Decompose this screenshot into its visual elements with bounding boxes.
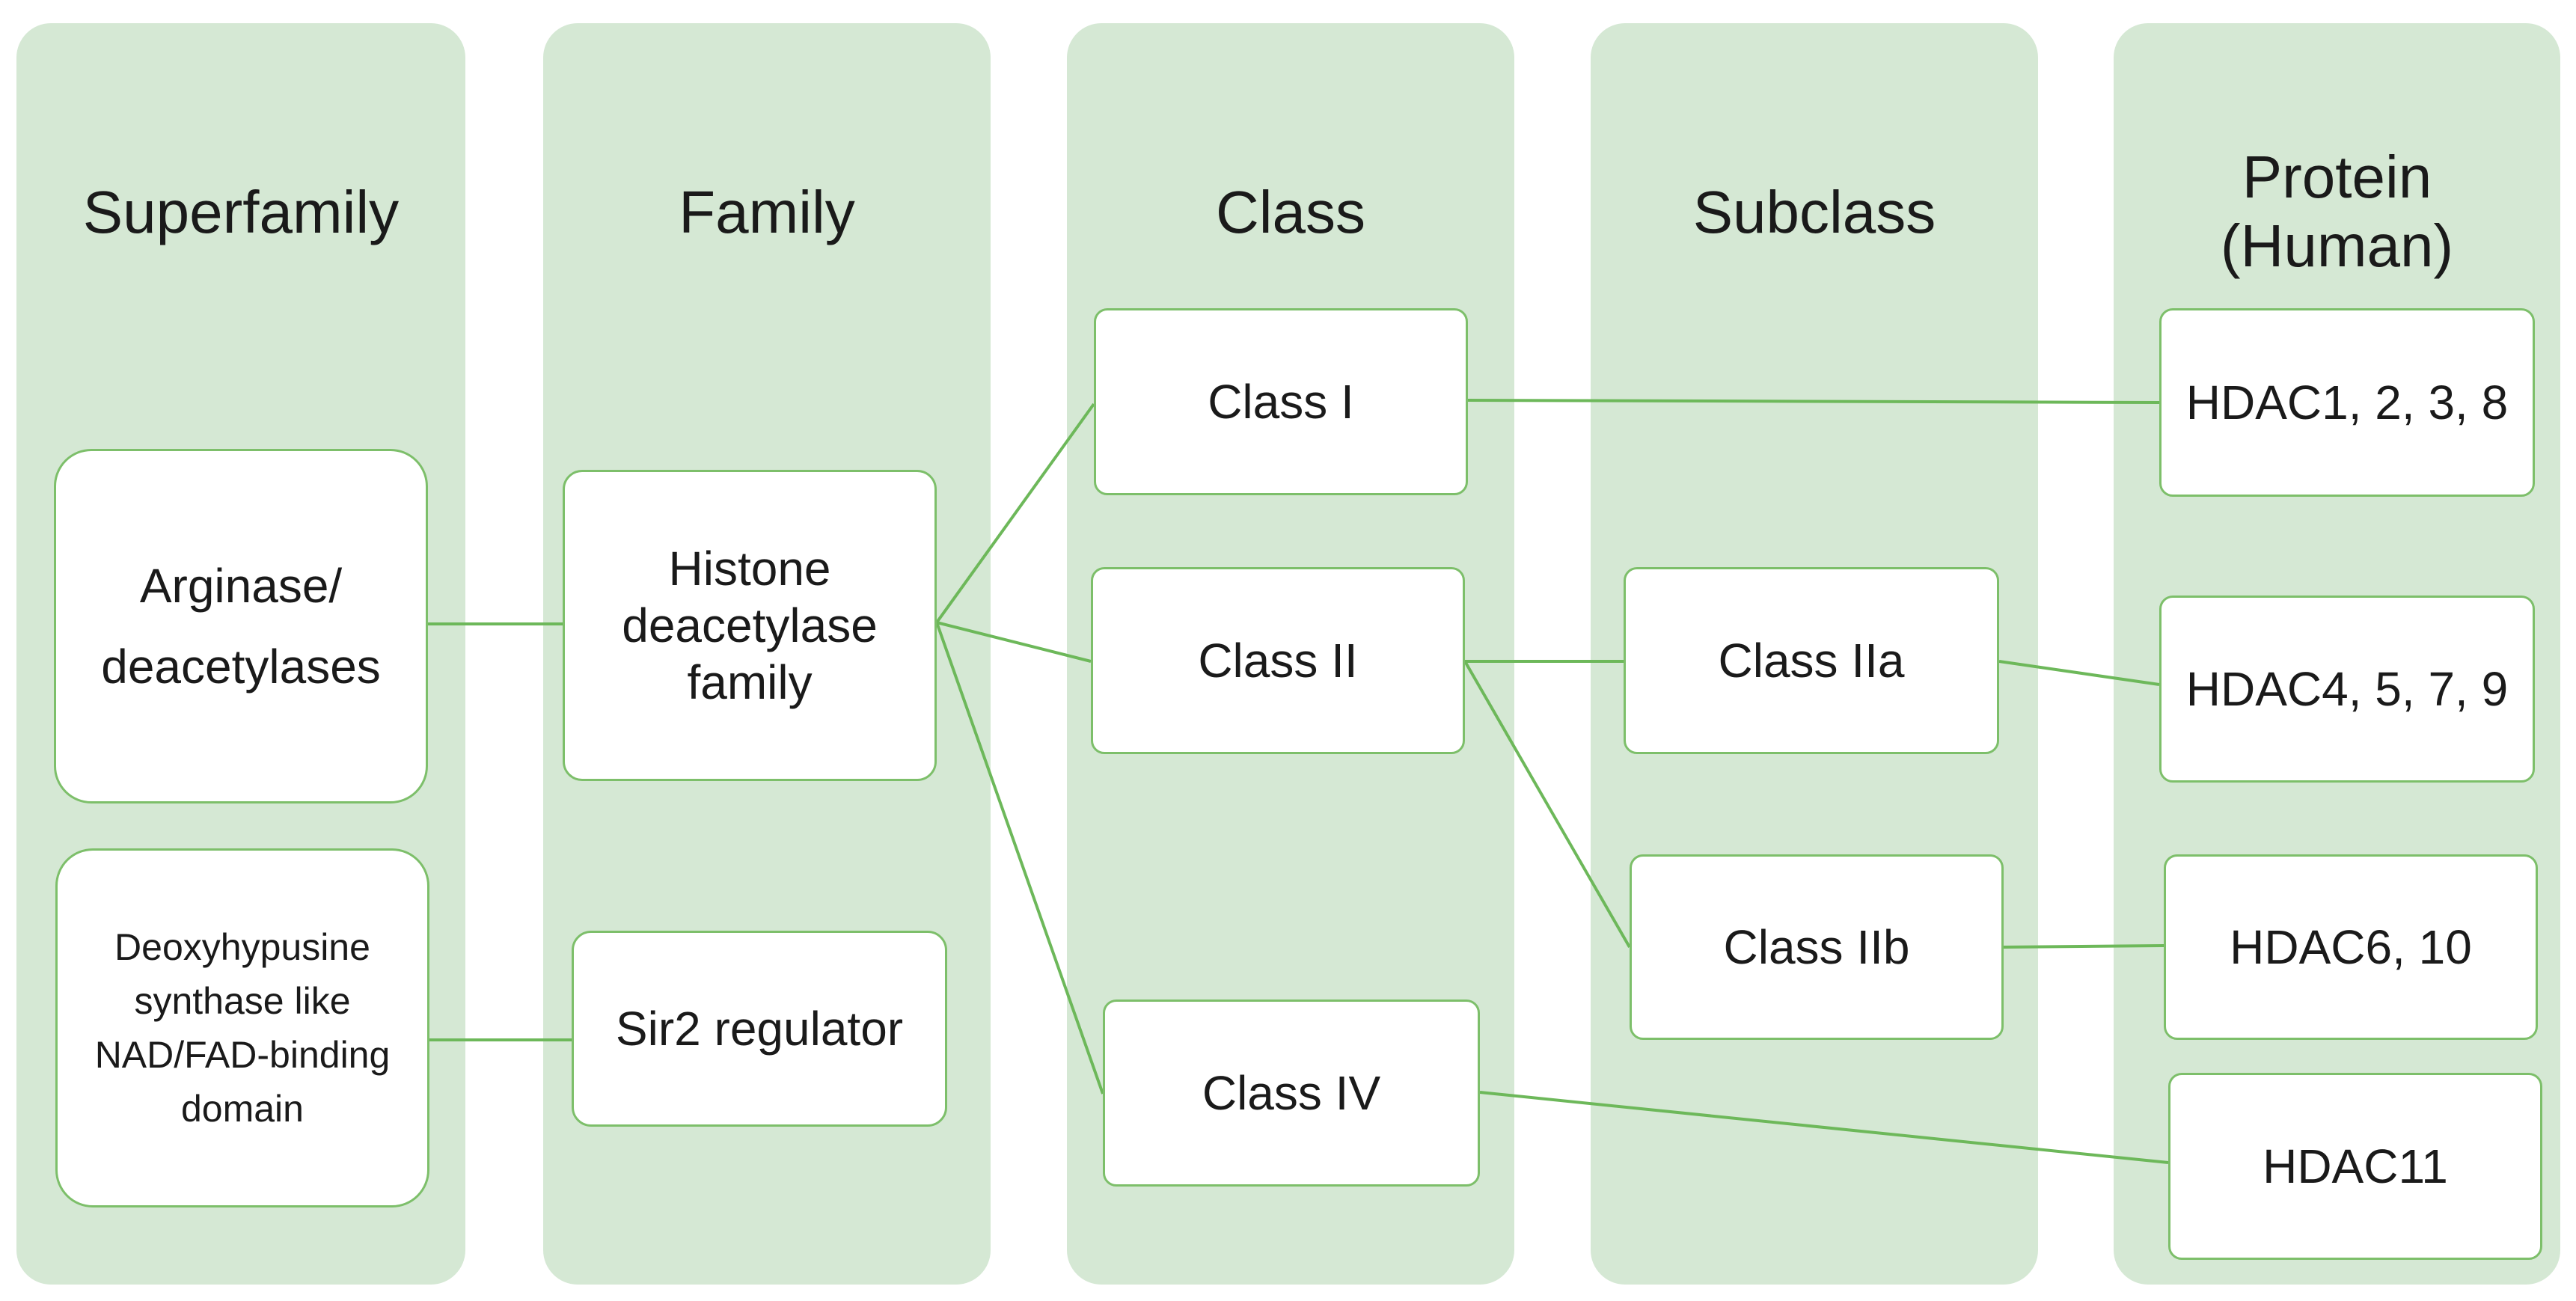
- node-class-i[interactable]: Class I: [1094, 308, 1468, 495]
- link-class-ii-class-iib: [1463, 661, 1631, 948]
- link-class-i-hdac-1238: [1467, 399, 2160, 404]
- node-class-ii[interactable]: Class II: [1091, 567, 1465, 754]
- link-hdac-family-class-iv: [935, 622, 1104, 1095]
- link-hdac-family-class-ii: [936, 621, 1092, 663]
- node-class-iib[interactable]: Class IIb: [1630, 854, 2004, 1040]
- link-class-iia-hdac-4579: [1998, 660, 2160, 686]
- node-hdac-11[interactable]: HDAC11: [2168, 1073, 2542, 1260]
- link-class-iib-hdac-610: [2003, 944, 2164, 949]
- node-deoxyhypusine-synthase[interactable]: Deoxyhypusine synthase like NAD/FAD-bind…: [55, 848, 429, 1207]
- node-hdac-4-5-7-9[interactable]: HDAC4, 5, 7, 9: [2159, 596, 2535, 783]
- column-title-class: Class: [1215, 179, 1366, 245]
- node-hdac-1-2-3-8[interactable]: HDAC1, 2, 3, 8: [2159, 308, 2535, 497]
- node-histone-deacetylase-family[interactable]: Histone deacetylase family: [563, 470, 937, 781]
- node-sir2-regulator[interactable]: Sir2 regulator: [572, 931, 947, 1127]
- column-title-protein: Protein (Human): [2220, 144, 2454, 279]
- link-class-iv-hdac-11: [1479, 1091, 2169, 1164]
- column-title-family: Family: [679, 179, 855, 245]
- node-class-iia[interactable]: Class IIa: [1624, 567, 1999, 754]
- node-hdac-6-10[interactable]: HDAC6, 10: [2164, 854, 2538, 1040]
- link-hdac-family-class-i: [935, 402, 1095, 624]
- node-class-iv[interactable]: Class IV: [1103, 1000, 1480, 1187]
- column-title-subclass: Subclass: [1692, 179, 1936, 245]
- node-arginase-deacetylases[interactable]: Arginase/ deacetylases: [54, 449, 428, 803]
- column-title-superfamily: Superfamily: [82, 179, 400, 245]
